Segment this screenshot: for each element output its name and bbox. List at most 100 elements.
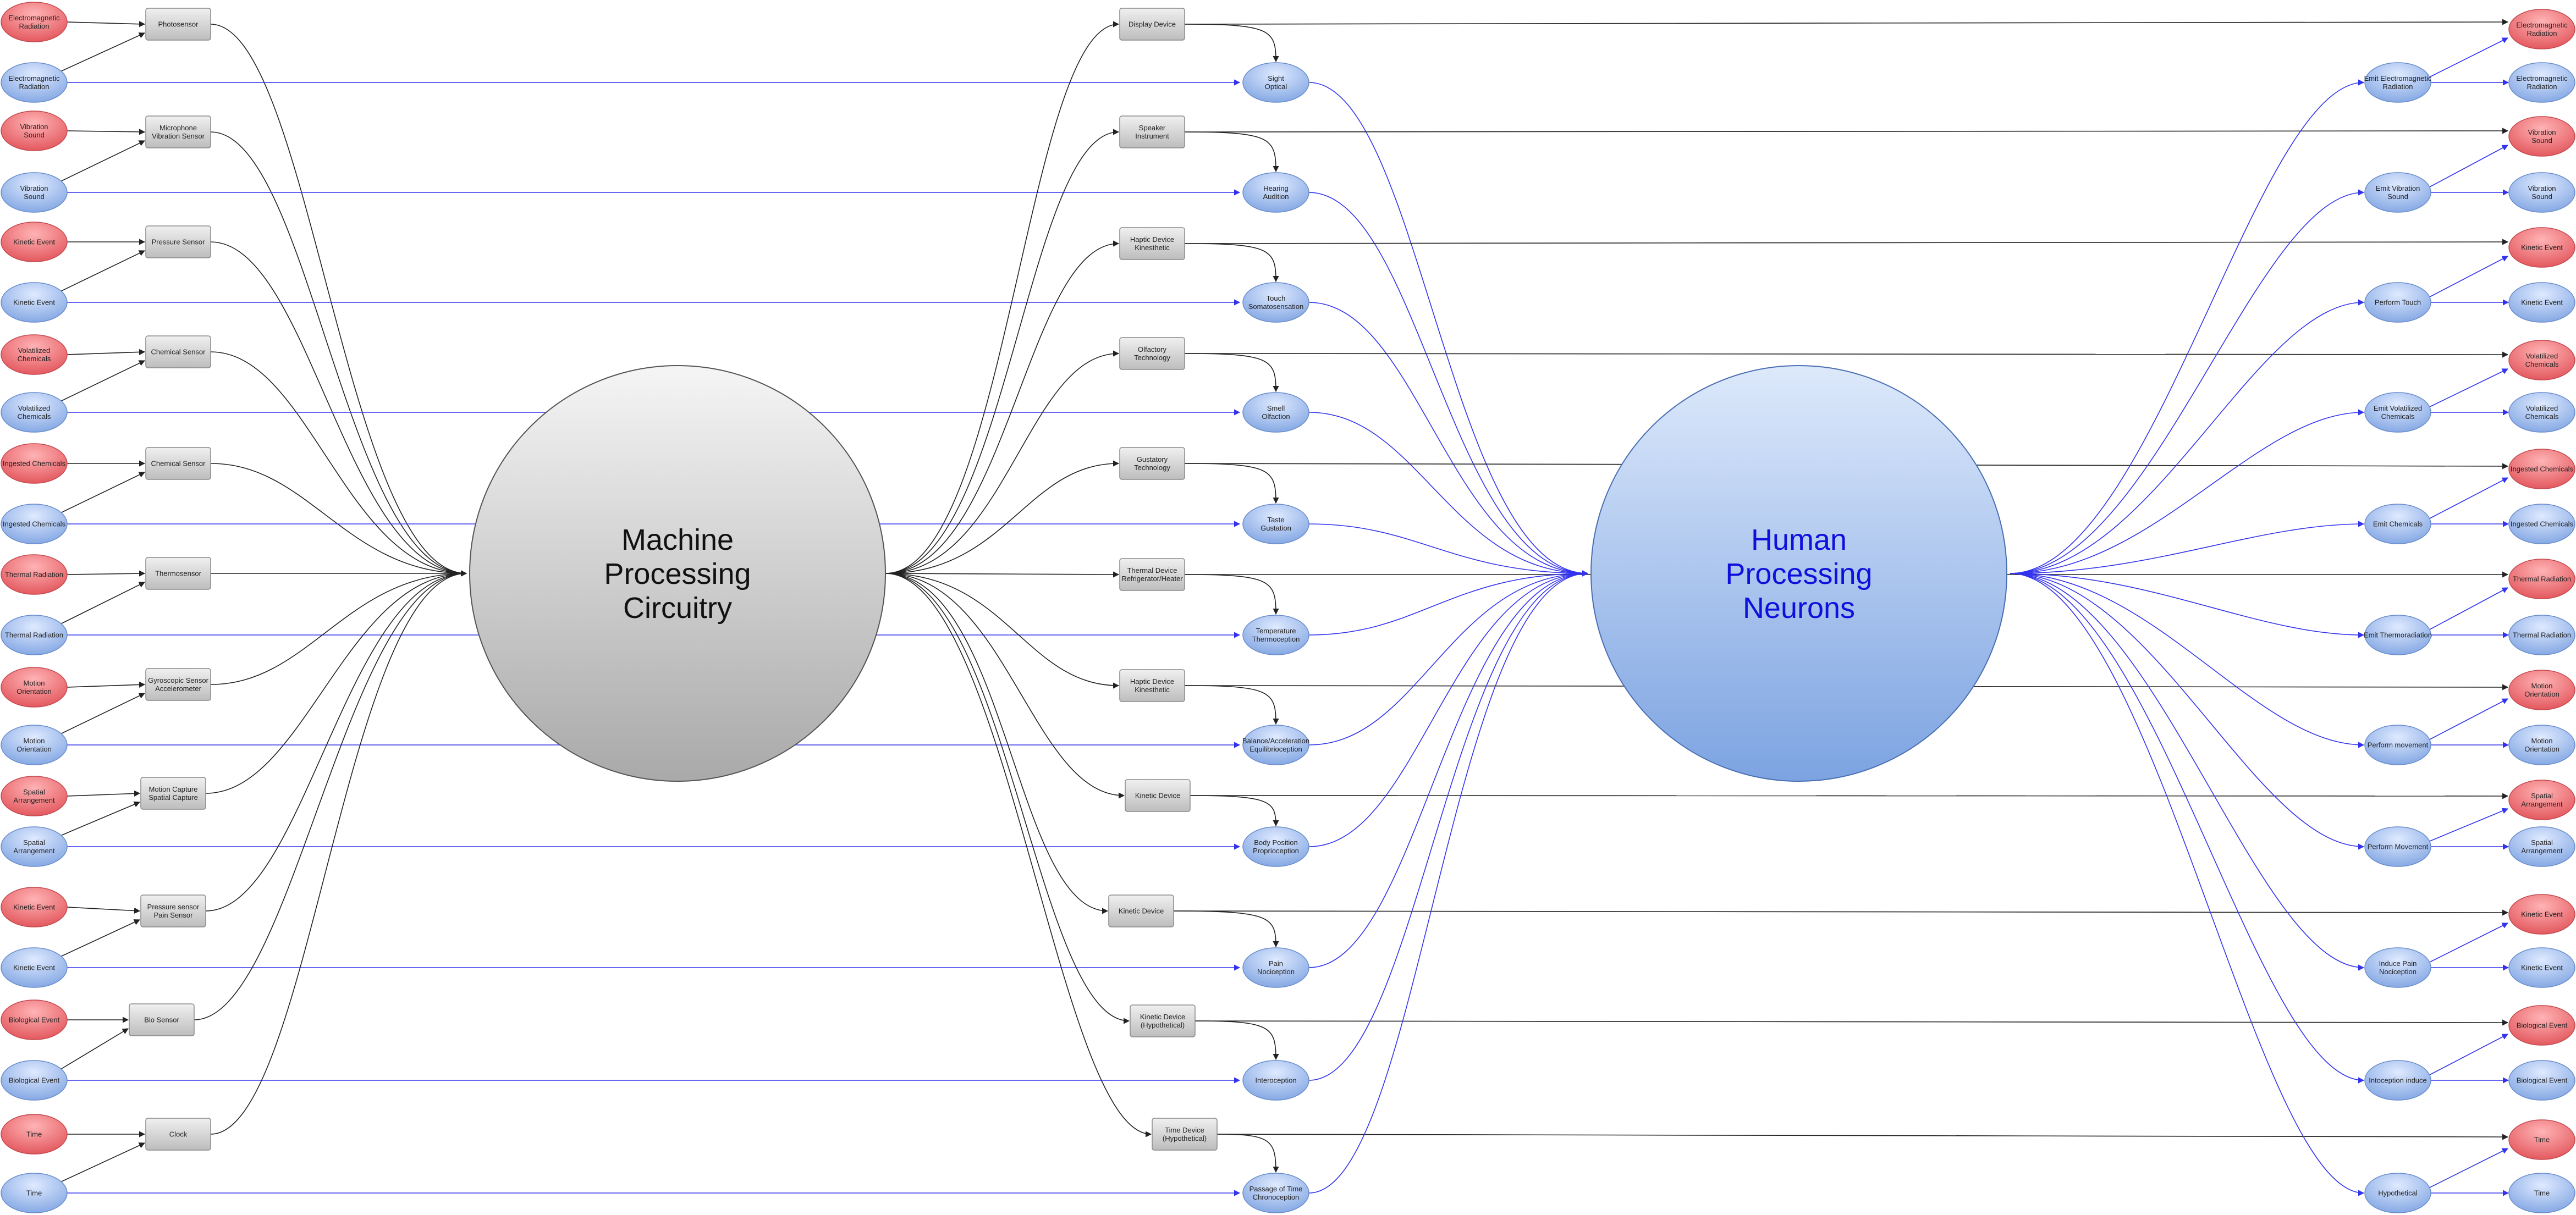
edge-sense-human bbox=[1308, 570, 1589, 636]
action-node[interactable]: Intoception induce bbox=[2364, 1060, 2431, 1101]
right-red-node[interactable]: Thermal Radiation bbox=[2508, 559, 2575, 599]
left-blue-node[interactable]: Kinetic Event bbox=[1, 947, 68, 988]
device-box[interactable]: Kinetic Device(Hypothetical) bbox=[1130, 1004, 1196, 1037]
device-box[interactable]: Kinetic Device bbox=[1125, 779, 1191, 812]
right-red-node[interactable]: Biological Event bbox=[2508, 1005, 2575, 1046]
sense-node[interactable]: Interoception bbox=[1242, 1060, 1309, 1101]
left-red-node[interactable]: Kinetic Event bbox=[1, 222, 68, 262]
right-red-node[interactable]: Ingested Chemicals bbox=[2508, 449, 2575, 489]
left-red-node[interactable]: Time bbox=[1, 1114, 68, 1155]
edge-human-action bbox=[2010, 573, 2365, 748]
action-node[interactable]: Emit Chemicals bbox=[2364, 504, 2431, 544]
sensor-box[interactable]: Photosensor bbox=[145, 8, 211, 41]
left-red-node[interactable]: Thermal Radiation bbox=[1, 554, 68, 595]
left-red-node[interactable]: Kinetic Event bbox=[1, 887, 68, 927]
action-node[interactable]: Perform Movement bbox=[2364, 826, 2431, 867]
action-node[interactable]: Emit Thermoradiation bbox=[2364, 615, 2432, 655]
edge-left-blue-sensor bbox=[60, 32, 146, 72]
action-node[interactable]: Hypothetical bbox=[2364, 1173, 2431, 1213]
left-blue-node[interactable]: Ingested Chemicals bbox=[1, 504, 68, 544]
edge-machine-device bbox=[885, 571, 1120, 578]
sensor-box[interactable]: Bio Sensor bbox=[129, 1003, 195, 1036]
action-node[interactable]: Perform movement bbox=[2364, 725, 2431, 765]
edge-sensor-machine bbox=[210, 570, 467, 1135]
action-node[interactable]: Perform Touch bbox=[2364, 282, 2431, 323]
left-red-node[interactable]: Ingested Chemicals bbox=[1, 443, 68, 484]
device-box[interactable]: Kinetic Device bbox=[1108, 894, 1174, 927]
left-blue-node[interactable]: Time bbox=[1, 1173, 68, 1213]
right-blue-node[interactable]: Kinetic Event bbox=[2508, 282, 2575, 323]
right-red-node[interactable]: Kinetic Event bbox=[2508, 227, 2575, 268]
sensor-box[interactable]: Chemical Sensor bbox=[145, 335, 211, 368]
right-blue-node[interactable]: Biological Event bbox=[2508, 1060, 2575, 1101]
edge-left-blue-sensor bbox=[60, 140, 146, 182]
left-blue-node[interactable]: Biological Event bbox=[1, 1060, 68, 1101]
device-box[interactable]: Display Device bbox=[1119, 8, 1185, 41]
device-box[interactable]: Time Device(Hypothetical) bbox=[1152, 1118, 1218, 1151]
right-blue-node[interactable]: Thermal Radiation bbox=[2508, 615, 2575, 655]
right-red-node[interactable]: Time bbox=[2508, 1119, 2575, 1160]
sensor-box[interactable]: Pressure Sensor bbox=[145, 225, 211, 258]
left-red-node[interactable]: Biological Event bbox=[1, 999, 68, 1040]
right-blue-node[interactable]: Time bbox=[2508, 1173, 2575, 1213]
left-blue-node-label: Kinetic Event bbox=[13, 299, 55, 307]
right-blue-node[interactable]: Ingested Chemicals bbox=[2508, 504, 2575, 544]
sensor-box[interactable]: Thermosensor bbox=[145, 557, 211, 590]
sensor-box[interactable]: Clock bbox=[145, 1118, 211, 1151]
left-blue-node[interactable]: Kinetic Event bbox=[1, 282, 68, 323]
right-blue-node[interactable]: Kinetic Event bbox=[2508, 947, 2575, 988]
edge-device-right-red bbox=[1173, 909, 2509, 916]
right-red-node[interactable]: Kinetic Event bbox=[2508, 894, 2575, 935]
edge-action-red bbox=[2429, 368, 2509, 407]
sensor-box[interactable]: Chemical Sensor bbox=[145, 447, 211, 480]
left-blue-node[interactable]: Thermal Radiation bbox=[1, 615, 68, 655]
